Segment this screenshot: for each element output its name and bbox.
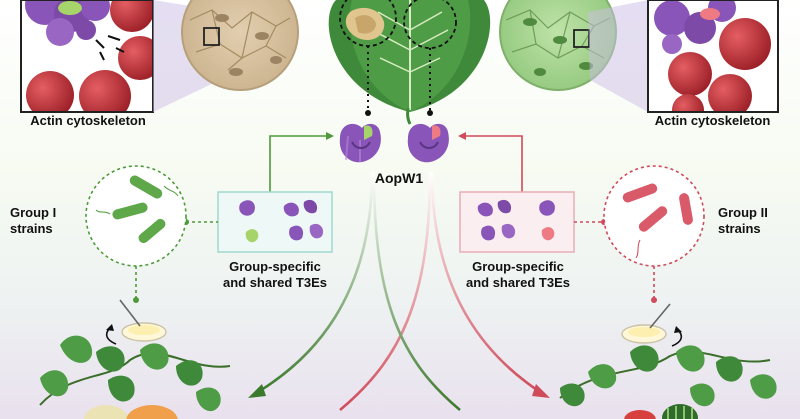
disruption-marks <box>95 35 125 61</box>
t3e-label-left-line1: Group-specific <box>229 259 321 274</box>
group1-strains-circle <box>85 165 187 267</box>
actin-bead <box>708 74 752 112</box>
petri-dish-left <box>105 299 167 345</box>
effector-blob <box>654 0 690 36</box>
group2-strains-circle <box>603 165 705 267</box>
cell-circle-healthy <box>499 0 617 91</box>
flow-arrow-group2 <box>458 132 523 192</box>
group2-domain <box>700 8 720 20</box>
group1-label-line1: Group I <box>10 205 57 220</box>
aopw1-effector-group2 <box>407 123 449 163</box>
leaf-icon <box>328 0 491 125</box>
actin-bead <box>719 18 771 70</box>
group1-label-line2: strains <box>10 221 53 236</box>
effector-blob <box>46 18 74 46</box>
actin-bead <box>668 52 712 96</box>
t3e-label-left: Group-specific and shared T3Es <box>205 259 345 291</box>
actin-bead <box>110 0 153 32</box>
watermelon-plant-icon <box>559 345 777 419</box>
infection-arrow-group1 <box>248 171 432 411</box>
t3e-label-right-line1: Group-specific <box>472 259 564 274</box>
group2-label-line2: strains <box>718 221 761 236</box>
cell-circle-infected <box>181 0 299 91</box>
t3e-box-group2 <box>459 191 575 253</box>
melon-plant-icon <box>39 335 231 419</box>
rod-bacteria-red-icon <box>622 183 693 259</box>
rod-bacteria-green-icon <box>95 175 179 244</box>
group1-domain <box>58 1 82 15</box>
actin-panel-right <box>647 0 779 113</box>
effector-blob <box>662 34 682 54</box>
actin-bead <box>79 70 131 112</box>
actin-label-left: Actin cytoskeleton <box>30 113 146 128</box>
effector-label: AopW1 <box>374 170 424 186</box>
actin-label-right: Actin cytoskeleton <box>654 113 771 128</box>
t3e-label-right-line2: and shared T3Es <box>465 275 571 290</box>
infection-arrow-group2 <box>372 171 550 411</box>
effector-blob <box>684 12 716 44</box>
t3e-label-right: Group-specific and shared T3Es <box>448 259 588 291</box>
zoom-wedge <box>588 0 648 112</box>
group2-label-line1: Group II <box>718 205 768 220</box>
effector-blob <box>80 0 110 21</box>
t3e-box-group1 <box>217 191 333 253</box>
group1-label: Group I strains <box>10 205 80 237</box>
actin-bead <box>26 71 74 112</box>
effector-blob <box>76 20 96 40</box>
flow-arrow-group1 <box>269 132 334 192</box>
aopw1-effector-group1 <box>339 123 381 163</box>
petri-dish-right <box>621 303 683 347</box>
actin-panel-left <box>20 0 154 113</box>
actin-bead <box>672 94 704 112</box>
group2-label: Group II strains <box>718 205 794 237</box>
actin-bead <box>118 36 153 80</box>
leaf-to-effector-connectors <box>367 46 431 110</box>
t3e-label-left-line2: and shared T3Es <box>222 275 328 290</box>
